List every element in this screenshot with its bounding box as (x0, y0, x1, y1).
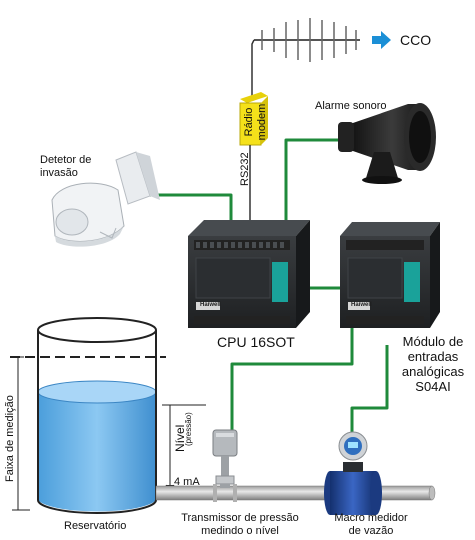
plc-brand-cpu: Haiwell (200, 302, 221, 308)
measurement-range-bracket (12, 356, 30, 511)
antenna (251, 18, 360, 100)
alarm-horn (338, 103, 436, 184)
radio-modem-label-line1: Rádio (243, 107, 255, 137)
detector-label: Detetor de invasão (40, 154, 91, 180)
level-sub-label: (pressão) (184, 412, 193, 446)
cco-label: CCO (400, 32, 432, 48)
module-label: Módulo de entradas analógicas S04AI (400, 334, 466, 394)
cpu-label: CPU 16SOT (217, 334, 295, 350)
radio-modem-label-line2: modem (256, 103, 268, 141)
arrow-right-icon (372, 31, 391, 49)
pressure-transmitter (212, 429, 238, 502)
flowmeter-label-line1: Macro medidor (334, 512, 408, 524)
transmitter-label: Transmissor de pressão medindo o nível (178, 512, 302, 538)
measurement-range-label: Faixa de medição (4, 395, 16, 482)
flowmeter-label-line2: de vazão (348, 525, 394, 537)
transmitter-label-line2: medindo o nível (201, 525, 279, 537)
module-label-line1: Módulo de (402, 334, 464, 349)
alarm-label: Alarme sonoro (315, 100, 387, 112)
reservoir-tank (37, 317, 157, 514)
flowmeter-label: Macro medidor de vazão (331, 512, 411, 538)
analog-module (340, 222, 440, 328)
radio-modem-label: Rádio modem (243, 103, 269, 141)
cpu-plc (188, 220, 310, 328)
detector-label-line1: Detetor de (40, 154, 92, 166)
rs232-label: RS232 (239, 152, 251, 186)
module-label-line2: entradas (407, 349, 459, 364)
detector-label-line2: invasão (40, 167, 78, 179)
intrusion-detector (51, 151, 160, 247)
transmitter-label-line1: Transmissor de pressão (181, 512, 299, 524)
plc-brand-module: Haiwell (351, 302, 372, 308)
reservoir-label: Reservatório (64, 520, 127, 532)
module-label-line4: S04AI (415, 379, 451, 394)
flowmeter (324, 431, 382, 515)
module-label-line3: analógicas (401, 364, 465, 379)
current-label: 4 mA (174, 476, 200, 488)
